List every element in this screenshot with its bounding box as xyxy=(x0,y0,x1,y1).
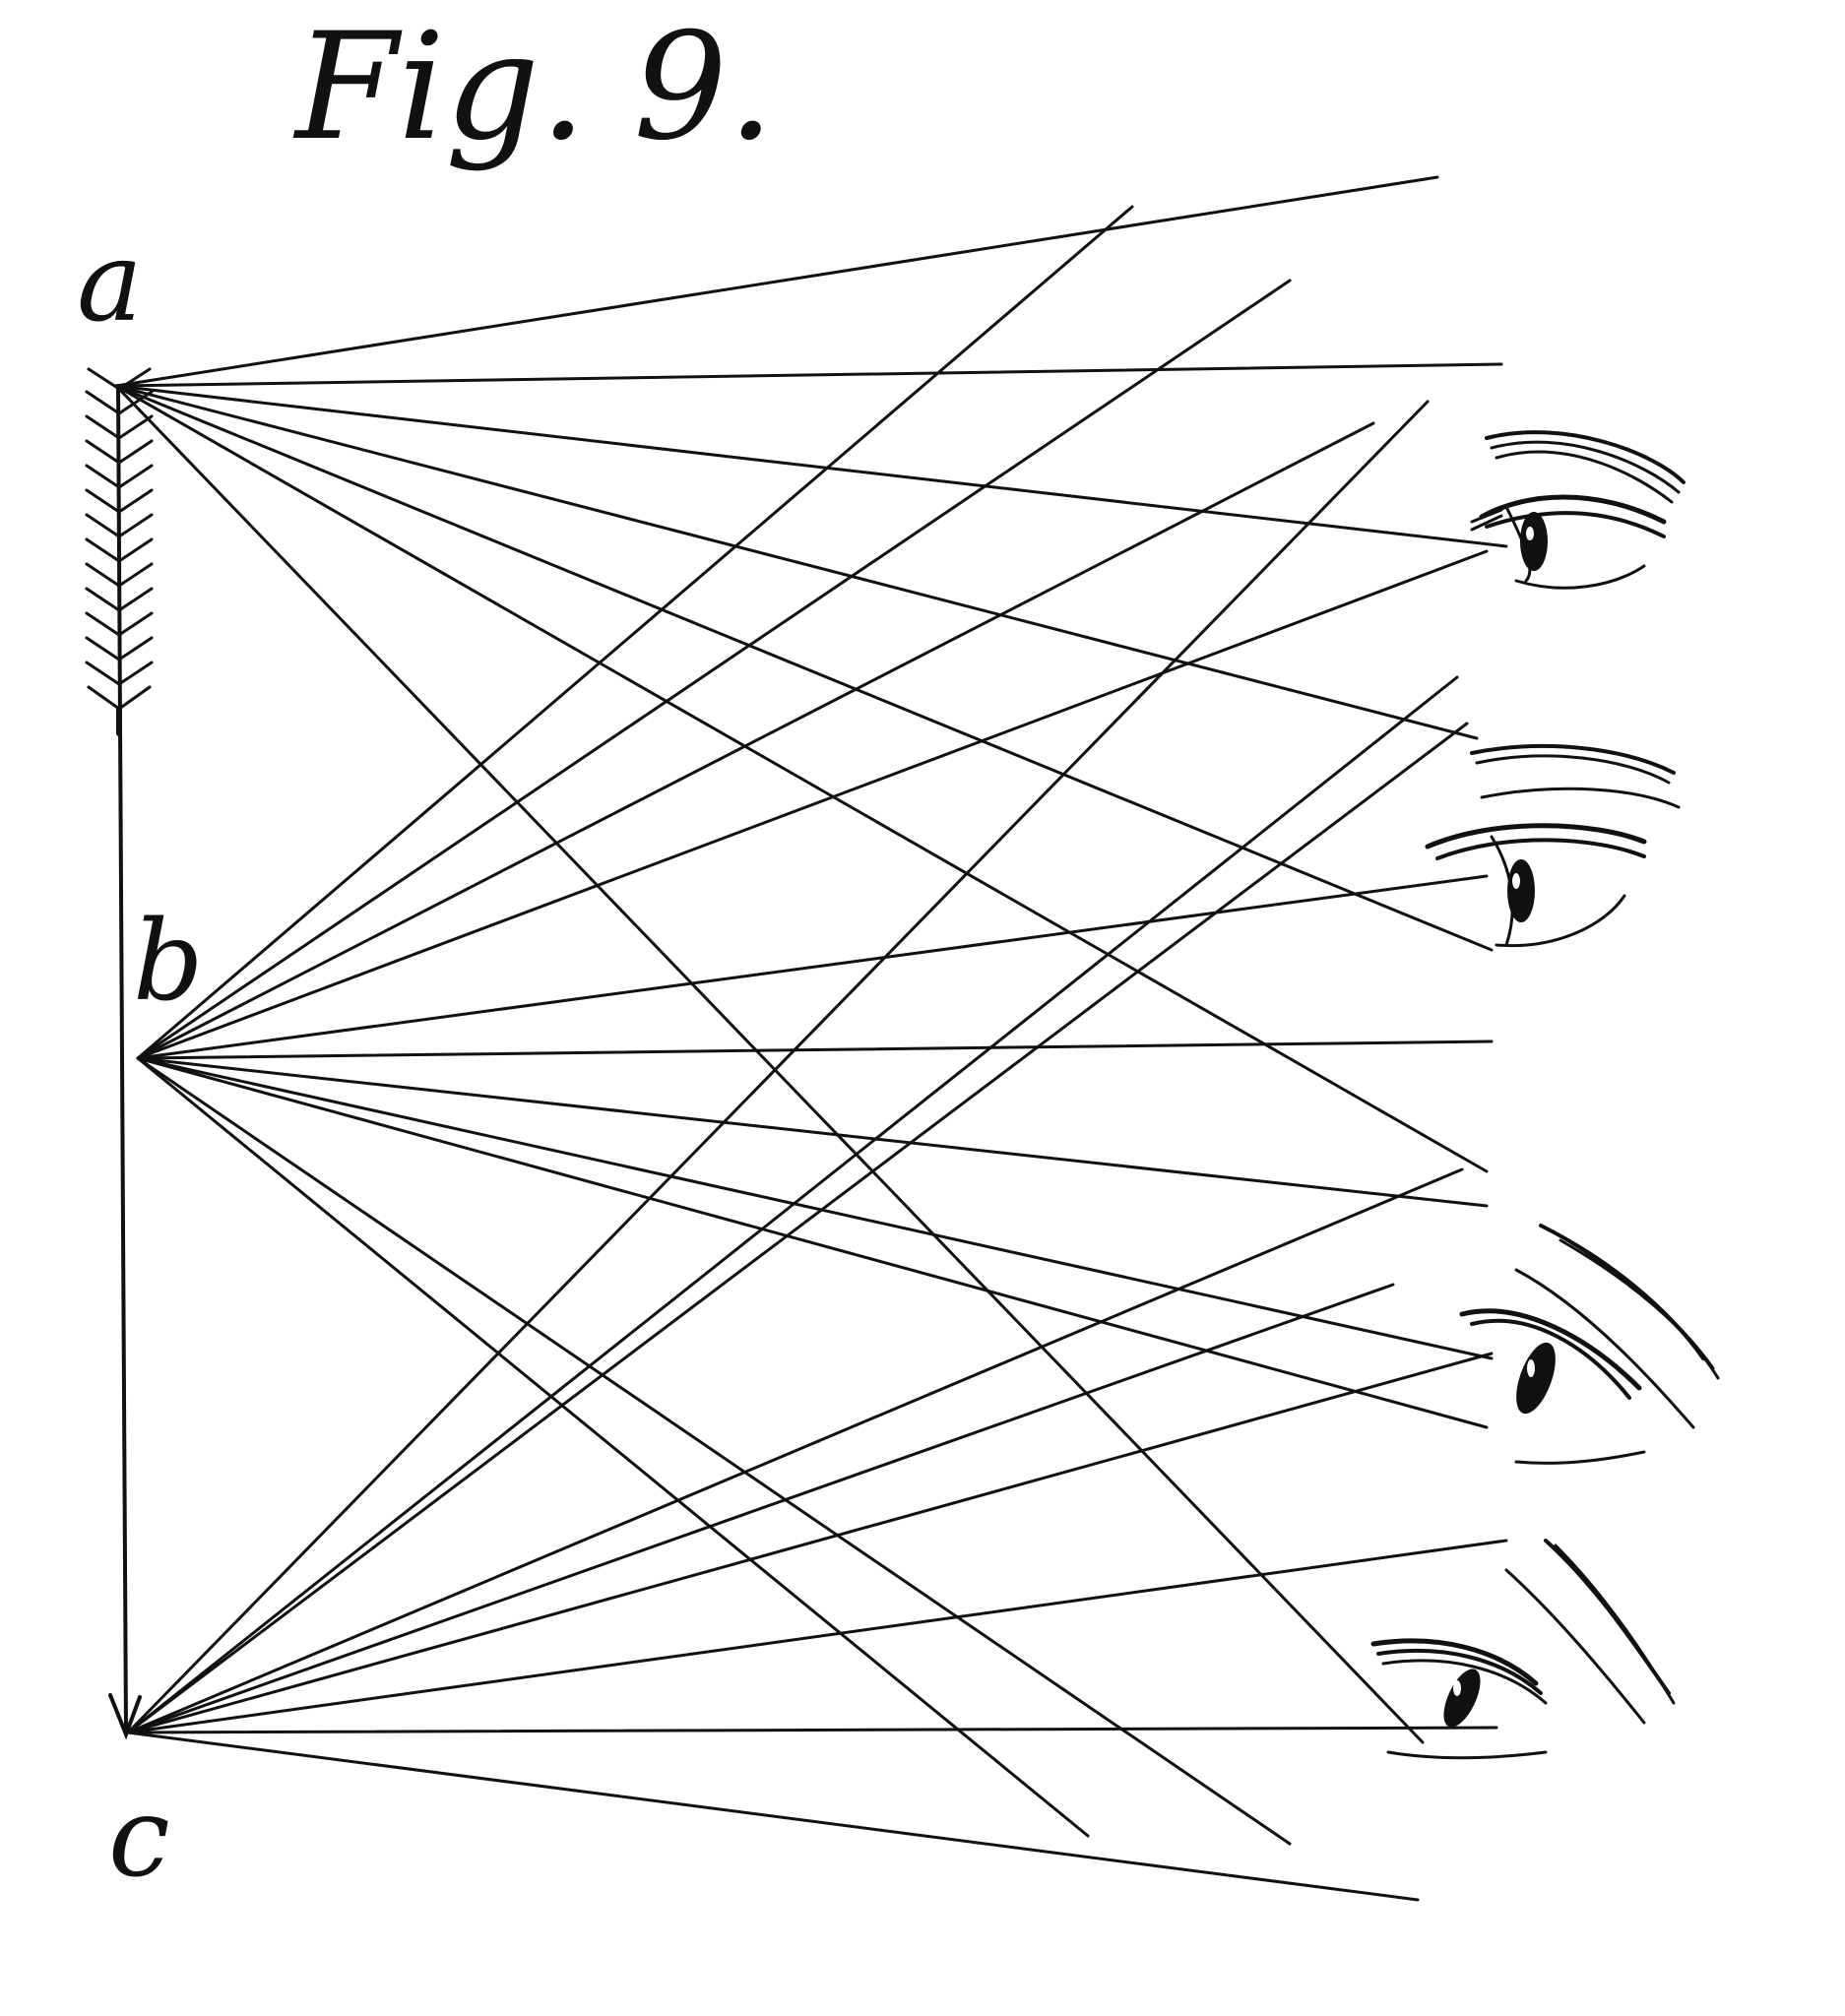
rays-from-a xyxy=(114,175,1508,1744)
eye-icon xyxy=(1370,1539,1676,1760)
eye-icon xyxy=(1425,743,1681,948)
label-c: c xyxy=(108,1774,170,1902)
eye-icon xyxy=(1470,430,1686,590)
arrow-head-icon xyxy=(108,1693,142,1740)
arrow-shaft xyxy=(116,384,128,1734)
label-a: a xyxy=(77,219,143,346)
figure-title: Fig. 9. xyxy=(292,2,775,173)
rays-from-c xyxy=(126,400,1508,1902)
rays-from-b xyxy=(136,205,1494,1846)
label-b: b xyxy=(133,898,204,1026)
eye-icon xyxy=(1459,1224,1720,1465)
arrow-feather-icon xyxy=(85,367,154,736)
arrow-object xyxy=(85,367,154,1740)
